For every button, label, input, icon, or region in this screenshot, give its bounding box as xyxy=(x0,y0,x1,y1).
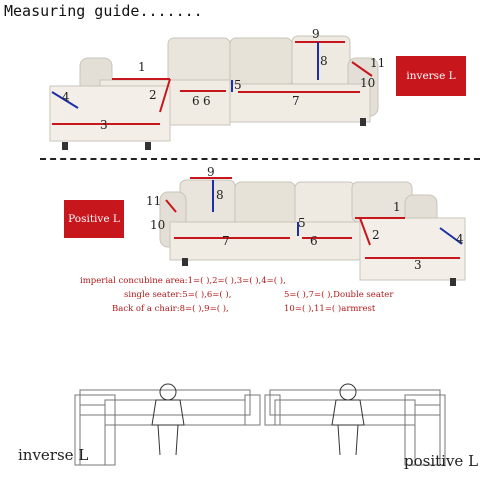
measure-7: 7 xyxy=(292,94,300,108)
inverse-l-tag: inverse L xyxy=(396,56,466,96)
formula-concubine: imperial concubine area:1=( ),2=( ),3=( … xyxy=(80,276,286,286)
measure-2: 2 xyxy=(149,88,157,102)
person-figure-right xyxy=(331,383,365,456)
measure-m8: 8 xyxy=(216,188,224,202)
positive-l-tag: Positive L xyxy=(64,200,124,238)
measure-9: 9 xyxy=(312,27,320,41)
inverse-l-label: inverse L xyxy=(18,446,89,464)
measure-m1: 1 xyxy=(393,200,401,214)
section-divider xyxy=(40,158,480,160)
measure-m3: 3 xyxy=(414,258,422,272)
measure-m2: 2 xyxy=(372,228,380,242)
formula-double: 5=( ),7=( ),Double seater xyxy=(284,290,394,300)
page-title: Measuring guide....... xyxy=(4,2,203,20)
measure-6b: 6 xyxy=(203,94,211,108)
measure-1: 1 xyxy=(138,60,146,74)
inverse-l-outline xyxy=(74,389,261,466)
inverse-l-sofa xyxy=(49,35,379,150)
person-figure-left xyxy=(151,383,185,456)
measure-4: 4 xyxy=(62,90,70,104)
measure-m4: 4 xyxy=(456,232,464,246)
measure-6a: 6 xyxy=(192,94,200,108)
measure-m10: 10 xyxy=(150,218,166,232)
measure-3: 3 xyxy=(100,118,108,132)
measure-11: 11 xyxy=(370,56,386,70)
measure-5: 5 xyxy=(234,78,242,92)
measure-8: 8 xyxy=(320,54,328,68)
measure-m9: 9 xyxy=(207,165,215,179)
measure-10: 10 xyxy=(360,76,376,90)
measure-m7: 7 xyxy=(222,234,230,248)
formula-single: single seater:5=( ),6=( ), xyxy=(124,290,232,300)
formula-armrest: 10=( ),11=( )armrest xyxy=(284,304,376,314)
measure-m6: 6 xyxy=(310,234,318,248)
formula-back: Back of a chair:8=( ),9=( ), xyxy=(112,304,229,314)
measure-m11: 11 xyxy=(146,194,162,208)
measure-m5: 5 xyxy=(298,216,306,230)
positive-l-sofa xyxy=(159,177,466,286)
positive-l-label: positive L xyxy=(404,452,479,470)
